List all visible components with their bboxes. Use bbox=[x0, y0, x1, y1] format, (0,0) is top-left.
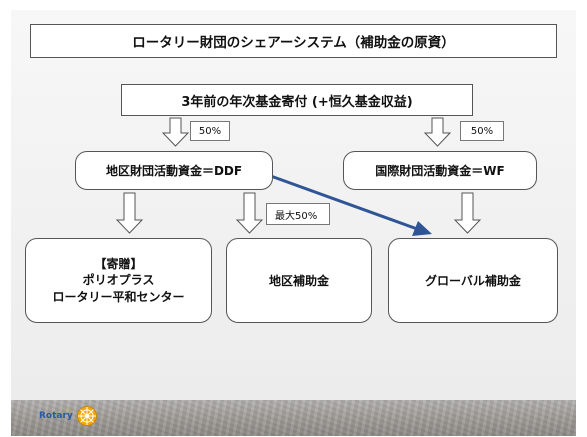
ddf-box: 地区財団活動資金＝DDF bbox=[75, 151, 273, 190]
source-funds-text: 3年前の年次基金寄付 (+恒久基金収益) bbox=[181, 94, 413, 110]
wf-box: 国際財団活動資金＝WF bbox=[343, 151, 537, 190]
rotary-wheel-icon bbox=[76, 406, 97, 426]
percent-label-right-text: 50% bbox=[470, 125, 494, 137]
arrow-ddf-to-global-head bbox=[412, 221, 432, 236]
page-title: ロータリー財団のシェアーシステム（補助金の原資） bbox=[30, 24, 557, 58]
rotary-logo: Rotary bbox=[39, 405, 98, 427]
arrow-ddf-to-global bbox=[267, 173, 421, 232]
footer-texture bbox=[11, 400, 576, 436]
arrow-source-to-ddf bbox=[161, 117, 190, 147]
ddf-text: 地区財団活動資金＝DDF bbox=[105, 164, 243, 178]
wf-text: 国際財団活動資金＝WF bbox=[375, 164, 505, 178]
global-grant-text: グローバル補助金 bbox=[425, 274, 521, 288]
district-grant-text: 地区補助金 bbox=[268, 274, 329, 288]
percent-label-right: 50% bbox=[460, 121, 504, 141]
district-grant-box: 地区補助金 bbox=[226, 238, 372, 323]
arrow-source-to-wf bbox=[423, 117, 452, 147]
source-funds-box: 3年前の年次基金寄付 (+恒久基金収益) bbox=[121, 84, 473, 116]
percent-label-left: 50% bbox=[190, 121, 230, 141]
arrow-ddf-to-donation bbox=[115, 192, 144, 234]
max-percent-label: 最大50% bbox=[266, 203, 330, 225]
max-percent-text: 最大50% bbox=[275, 210, 318, 222]
donation-line-1: 【寄贈】 bbox=[94, 257, 143, 272]
global-grant-box: グローバル補助金 bbox=[388, 238, 558, 323]
donation-box: 【寄贈】 ポリオプラス ロータリー平和センター bbox=[25, 238, 212, 323]
percent-label-left-text: 50% bbox=[198, 125, 222, 137]
donation-line-3: ロータリー平和センター bbox=[52, 289, 185, 304]
arrow-ddf-to-district bbox=[235, 192, 264, 234]
page-title-text: ロータリー財団のシェアーシステム（補助金の原資） bbox=[132, 35, 455, 51]
arrow-wf-to-global bbox=[453, 192, 482, 234]
rotary-logo-text: Rotary bbox=[39, 411, 73, 421]
donation-line-2: ポリオプラス bbox=[82, 273, 155, 288]
footer-band: Rotary bbox=[11, 400, 576, 436]
